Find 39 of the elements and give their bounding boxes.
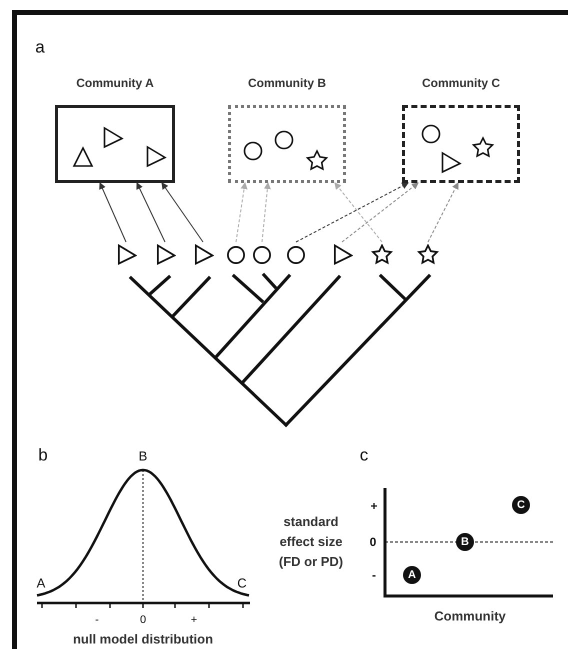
species-circle-icon [225, 244, 247, 266]
arrow [161, 182, 204, 242]
arrow [428, 182, 458, 242]
arrow [99, 182, 126, 242]
axis-title: standard effect size (FD or PD) [278, 513, 344, 571]
arrow [236, 182, 248, 242]
panel-label: b [38, 444, 48, 466]
tick-label: + [190, 612, 198, 628]
arrow [296, 182, 409, 242]
panel-label: a [35, 36, 45, 58]
species-circle-icon [251, 244, 273, 266]
tick-label: + [370, 498, 378, 515]
tick-label: - [95, 612, 99, 628]
tick-label: 0 [370, 534, 376, 551]
species-circle-icon [285, 244, 307, 266]
point-label: A [408, 568, 416, 583]
arrow [342, 182, 419, 242]
curve-label: C [237, 574, 247, 592]
species-triangle-icon [115, 244, 137, 266]
species-triangle-icon [154, 244, 176, 266]
tick-label: - [372, 567, 376, 584]
point-label: C [517, 498, 525, 513]
curve-label: B [138, 447, 148, 466]
community-title: Community C [422, 75, 500, 92]
tick-label: 0 [140, 612, 146, 628]
arrow [136, 182, 166, 242]
species-triangle-icon [192, 244, 214, 266]
arrow [262, 182, 271, 242]
community-title: Community B [248, 75, 326, 92]
panel-label: c [360, 444, 368, 466]
species-triangle-icon [331, 244, 353, 266]
axis-title: null model distribution [72, 630, 214, 648]
community-title: Community A [76, 75, 154, 92]
arrow [334, 182, 382, 242]
point-label: B [461, 534, 469, 550]
species-star-icon [371, 244, 393, 266]
curve-label: A [36, 574, 46, 592]
species-star-icon [417, 244, 439, 266]
axis-title: Community [434, 607, 506, 626]
